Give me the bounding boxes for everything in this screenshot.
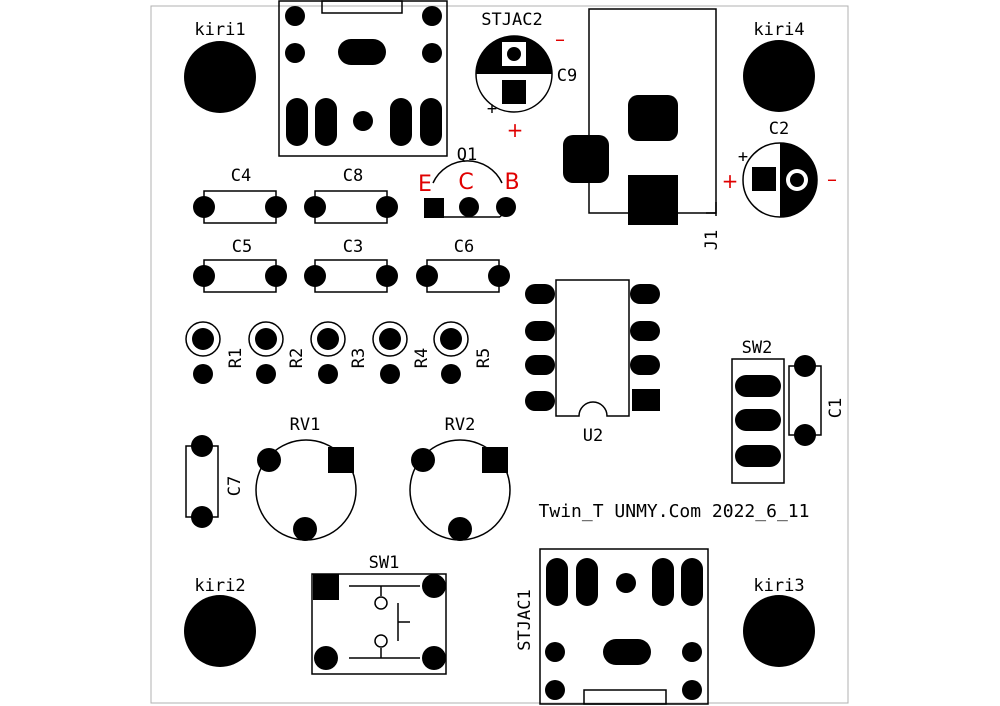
q1-label: Q1: [457, 145, 477, 165]
sw2-label: SW2: [742, 338, 773, 358]
r3-label: R3: [349, 348, 369, 368]
c2-small-plus: +: [738, 147, 748, 167]
component-rv2: RV2: [409, 415, 511, 541]
c9-small-plus: +: [487, 99, 497, 119]
c7-label: C7: [225, 476, 245, 496]
r5-label: R5: [474, 348, 494, 368]
u2-label: U2: [583, 426, 603, 446]
c1-label: C1: [826, 398, 846, 418]
stjac2-plus-sign: +: [507, 118, 524, 142]
component-c5: C5: [193, 237, 287, 293]
board-outline: [150, 5, 849, 704]
component-j1: J1: [563, 8, 722, 250]
mount-hole-kiri4: kiri4: [743, 20, 815, 112]
c5-label: C5: [232, 237, 252, 257]
component-c9: STJAC2 – C9 + +: [475, 10, 577, 142]
component-c2: C2 + + –: [722, 119, 837, 218]
q1-pin-b: B: [504, 170, 519, 195]
rv2-label: RV2: [445, 415, 476, 435]
mount-hole-kiri3: kiri3: [743, 576, 815, 667]
kiri4-label: kiri4: [753, 20, 804, 40]
r1-label: R1: [226, 348, 246, 368]
component-r5: R5: [433, 321, 494, 384]
board-credit-text: Twin_T UNMY.Com 2022_6_11: [539, 501, 810, 522]
component-stjac1: STJAC1: [515, 548, 709, 705]
component-r2: R2: [248, 321, 307, 384]
j1-label: J1: [702, 230, 722, 250]
component-u2: U2: [525, 279, 660, 446]
kiri3-label: kiri3: [753, 576, 804, 596]
component-sw1: SW1: [311, 553, 447, 675]
c2-minus-sign: –: [827, 167, 837, 191]
component-q1: Q1 E C B: [418, 145, 520, 218]
sw1-label: SW1: [369, 553, 400, 573]
c6-label: C6: [454, 237, 474, 257]
component-c6: C6: [416, 237, 510, 293]
component-rv1: RV1: [255, 415, 357, 541]
c2-plus-sign: +: [722, 169, 739, 193]
component-r3: R3: [310, 321, 369, 384]
component-sw2: SW2: [731, 338, 785, 484]
c2-label: C2: [769, 119, 789, 139]
audio-jack-top: [278, 0, 448, 157]
q1-pin-e: E: [418, 172, 432, 197]
c9-label: C9: [557, 66, 577, 86]
q1-pin-c: C: [458, 170, 473, 195]
component-c3: C3: [304, 237, 398, 293]
component-c7: C7: [185, 435, 245, 528]
stjac2-label: STJAC2: [481, 10, 542, 30]
c4-label: C4: [231, 166, 251, 186]
component-c8: C8: [304, 166, 398, 224]
r4-label: R4: [412, 348, 432, 368]
c3-label: C3: [343, 237, 363, 257]
component-c1: C1: [788, 355, 846, 446]
component-r4: R4: [372, 321, 432, 384]
kiri2-label: kiri2: [194, 576, 245, 596]
component-r1: R1: [185, 321, 246, 384]
component-c4: C4: [193, 166, 287, 224]
c8-label: C8: [343, 166, 363, 186]
stjac2-minus-sign: –: [555, 27, 565, 51]
r2-label: R2: [287, 348, 307, 368]
mount-hole-kiri1: kiri1: [184, 20, 256, 113]
mount-hole-kiri2: kiri2: [184, 576, 256, 667]
rv1-label: RV1: [290, 415, 321, 435]
stjac1-label: STJAC1: [515, 589, 535, 650]
kiri1-label: kiri1: [194, 20, 245, 40]
